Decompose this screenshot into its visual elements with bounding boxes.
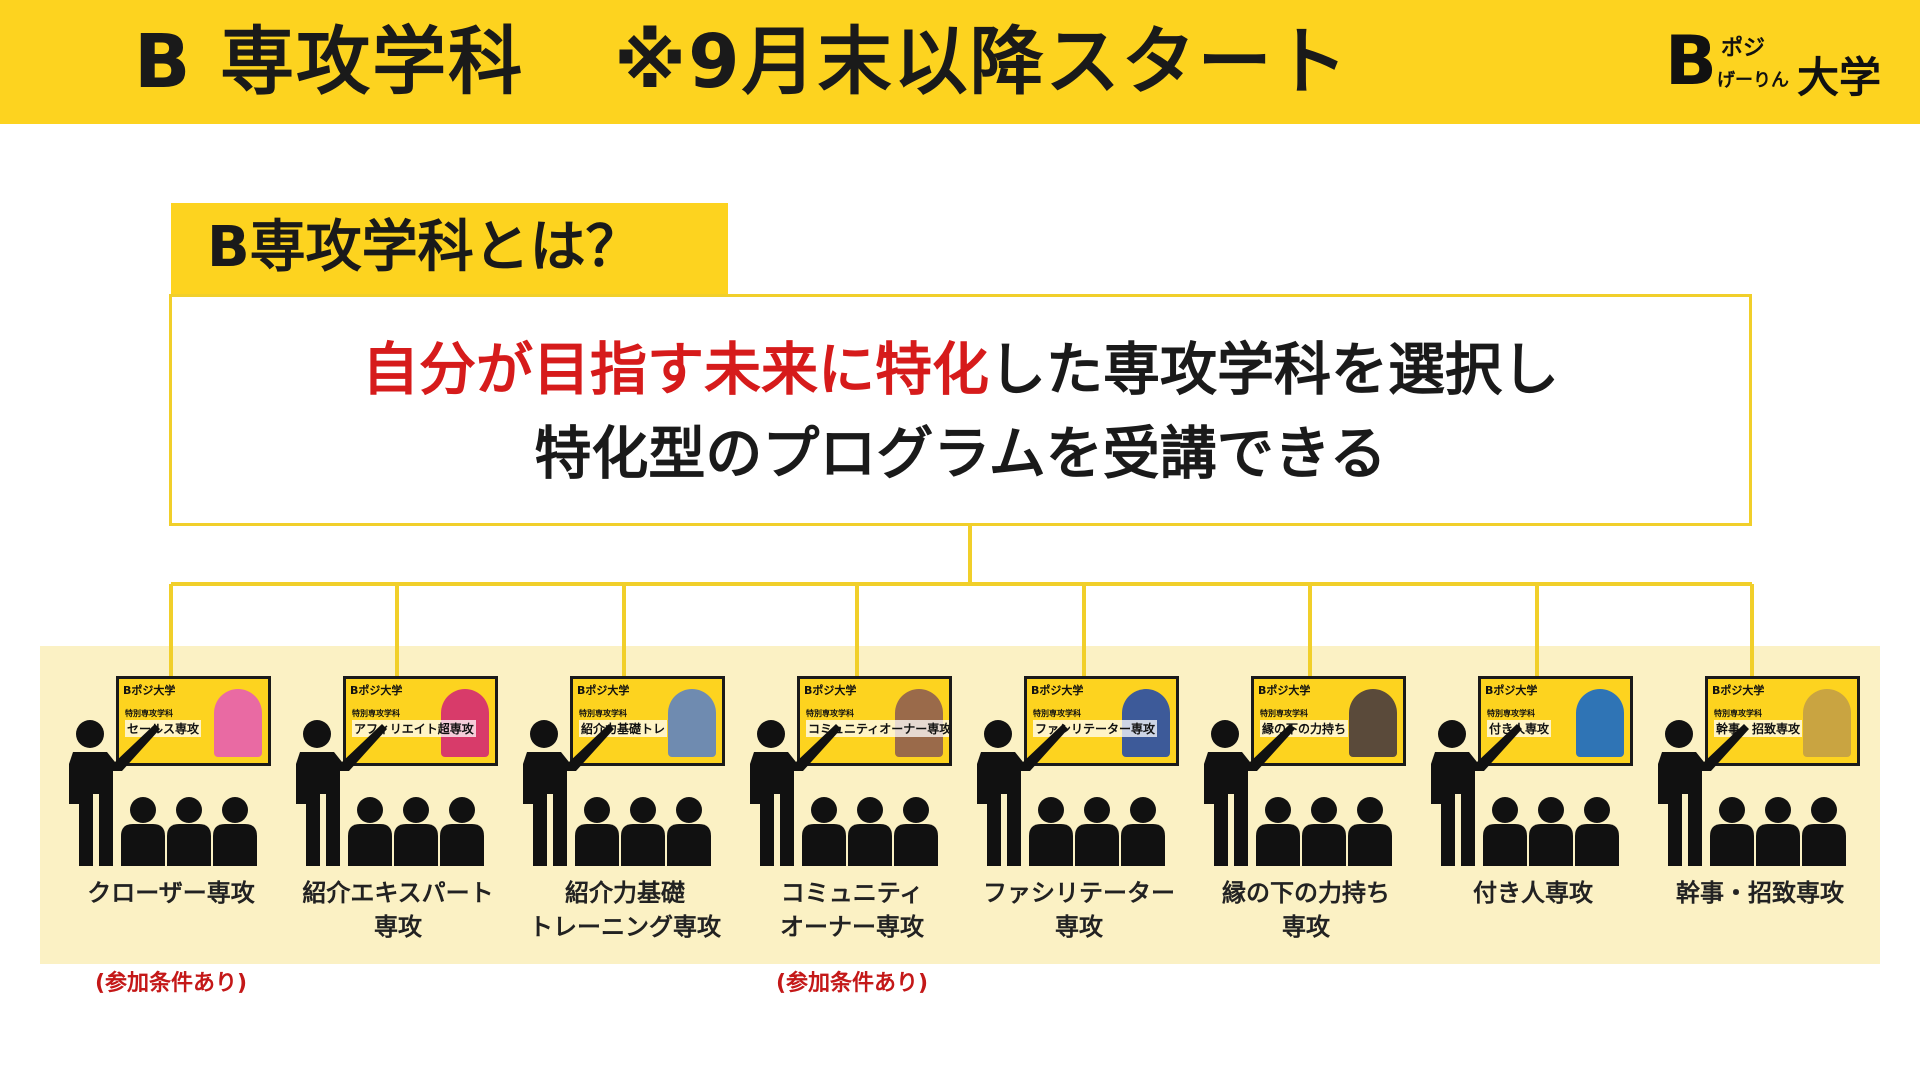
major-card: Bポジ大学特別専攻学科コミュニティオーナー専攻 コミュニティオーナー専攻: [738, 646, 966, 964]
logo-big: 大学: [1797, 44, 1881, 105]
major-card: Bポジ大学特別専攻学科ファシリテーター専攻 ファシリテーター専攻: [965, 646, 1193, 964]
lecture-icon: [511, 676, 739, 866]
header-bar: B 専攻学科 ※9月末以降スタート B ポジ げーりん 大学: [0, 0, 1920, 124]
major-card: Bポジ大学特別専攻学科セールス専攻 クローザー専攻: [57, 646, 285, 964]
lecture-icon: [1419, 676, 1647, 866]
description-line-1-rest: した専攻学科を選択し: [989, 337, 1559, 403]
major-label: 紹介力基礎トレーニング専攻: [511, 876, 739, 944]
page-title: B 専攻学科 ※9月末以降スタート: [134, 18, 1350, 106]
condition-note: (参加条件あり): [738, 965, 966, 997]
lecture-icon: [57, 676, 285, 866]
major-card: Bポジ大学特別専攻学科紹介力基礎トレ 紹介力基礎トレーニング専攻: [511, 646, 739, 964]
condition-note: (参加条件あり): [57, 965, 285, 997]
major-card: Bポジ大学特別専攻学科幹事・招致専攻 幹事・招致専攻: [1646, 646, 1874, 964]
lecture-icon: [738, 676, 966, 866]
description-box: 自分が目指す未来に特化した専攻学科を選択し 特化型のプログラムを受講できる: [169, 294, 1752, 526]
logo-small-top: ポジ: [1721, 30, 1765, 62]
lecture-icon: [965, 676, 1193, 866]
major-label: 縁の下の力持ち専攻: [1192, 876, 1420, 944]
major-card: Bポジ大学特別専攻学科縁の下の力持ち 縁の下の力持ち専攻: [1192, 646, 1420, 964]
major-label: 紹介エキスパート専攻: [284, 876, 512, 944]
major-label: コミュニティオーナー専攻: [738, 876, 966, 944]
major-label: クローザー専攻: [57, 876, 285, 910]
major-label: 幹事・招致専攻: [1646, 876, 1874, 910]
question-tab-label: B専攻学科とは？: [207, 213, 642, 283]
major-label: ファシリテーター専攻: [965, 876, 1193, 944]
lecture-icon: [1646, 676, 1874, 866]
major-label: 付き人専攻: [1419, 876, 1647, 910]
major-card: Bポジ大学特別専攻学科アフィリエイト超専攻 紹介エキスパート専攻: [284, 646, 512, 964]
description-line-2: 特化型のプログラムを受講できる: [172, 419, 1749, 489]
logo-b: B: [1665, 22, 1717, 102]
lecture-icon: [1192, 676, 1420, 866]
logo-small-bottom: げーりん: [1717, 66, 1789, 92]
description-line-1: 自分が目指す未来に特化した専攻学科を選択し: [172, 335, 1749, 405]
brand-logo: B ポジ げーりん 大学: [1655, 22, 1895, 102]
description-highlight: 自分が目指す未来に特化: [362, 337, 989, 403]
lecture-icon: [284, 676, 512, 866]
page-title-main: B 専攻学科: [134, 19, 524, 105]
question-tab: B専攻学科とは？: [171, 203, 728, 295]
page-title-note: ※9月末以降スタート: [614, 19, 1349, 105]
